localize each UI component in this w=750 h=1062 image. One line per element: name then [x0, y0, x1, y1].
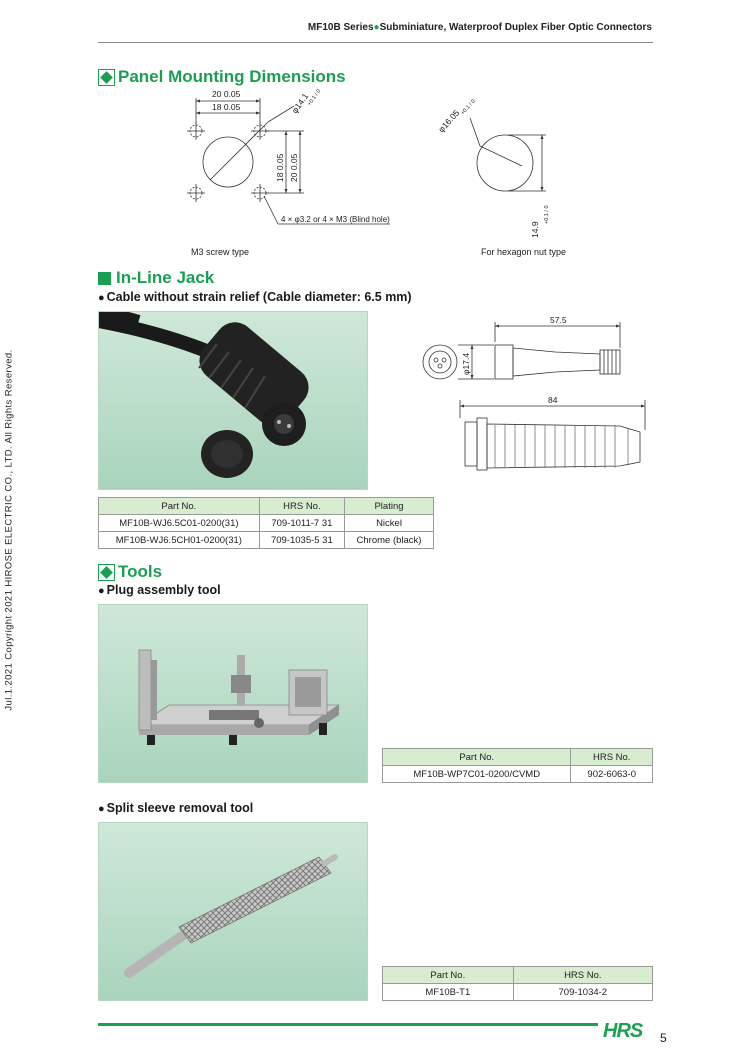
cell-part-no: MF10B-WJ6.5C01-0200(31)	[98, 514, 260, 532]
bullet-icon: ●	[98, 585, 105, 597]
table-header-row: Part No. HRS No.	[381, 748, 653, 766]
diamond-box-icon	[98, 563, 115, 581]
col-part-no: Part No.	[382, 966, 514, 984]
hole-note: 4 × φ3.2 or 4 × M3 (Blind hole)	[281, 215, 390, 224]
panel-mounting-drawing: 20 0.05 18 0.05 φ14.1 +0.1 / 0 18 0.05 2…	[187, 89, 550, 238]
section-title-tools: Tools	[98, 562, 162, 582]
cell-plating: Nickel	[344, 514, 434, 532]
inline-jack-subtitle-text: Cable without strain relief (Cable diame…	[106, 290, 412, 304]
inline-jack-subtitle: ●Cable without strain relief (Cable diam…	[98, 290, 412, 304]
cell-part-no: MF10B-WP7C01-0200/CVMD	[381, 765, 572, 783]
sleeve-tool-table: Part No. HRS No. MF10B-T1 709-1034-2	[382, 966, 654, 1001]
col-plating: Plating	[344, 497, 434, 515]
plug-assembly-tool-illustration	[137, 649, 341, 745]
col-part-no: Part No.	[98, 497, 260, 515]
dim-14-9: 14.9	[530, 221, 540, 238]
inline-jack-table: Part No. HRS No. Plating MF10B-WJ6.5C01-…	[98, 497, 434, 549]
dim-57-5: 57.5	[550, 315, 567, 325]
sleeve-removal-tool-illustration	[124, 854, 338, 978]
cell-hrs-no: 709-1034-2	[512, 983, 654, 1001]
dim-18-horizontal: 18 0.05	[212, 102, 241, 112]
dim-diameter-17-4: φ17.4	[461, 353, 471, 375]
page-number: 5	[660, 1031, 667, 1045]
side-copyright-text: Jul.1.2021 Copyright 2021 HIROSE ELECTRI…	[3, 349, 15, 711]
dim-20-horizontal: 20 0.05	[212, 89, 241, 99]
caption-hexagon-nut-type: For hexagon nut type	[481, 247, 567, 257]
section-title-inline-jack: In-Line Jack	[98, 268, 214, 288]
header-description: Subminiature, Waterproof Duplex Fiber Op…	[379, 22, 652, 33]
table-row: MF10B-T1 709-1034-2	[382, 983, 654, 1001]
bullet-dot-icon: ●	[373, 22, 380, 33]
side-copyright: Jul.1.2021 Copyright 2021 HIROSE ELECTRI…	[2, 300, 16, 760]
col-hrs-no: HRS No.	[570, 748, 653, 766]
table-header-row: Part No. HRS No. Plating	[98, 497, 434, 515]
col-hrs-no: HRS No.	[258, 497, 346, 515]
plug-tool-subtitle: ●Plug assembly tool	[98, 583, 221, 597]
footer-bar	[98, 1023, 598, 1026]
dim-diameter-16-05: φ16.05	[436, 108, 462, 135]
diamond-box-icon	[98, 68, 115, 86]
hrs-logo: HRS	[603, 1020, 643, 1042]
bullet-icon: ●	[98, 292, 105, 304]
cell-hrs-no: 709-1011-7 31	[258, 514, 346, 532]
table-row: MF10B-WJ6.5CH01-0200(31) 709-1035-5 31 C…	[98, 531, 434, 549]
table-header-row: Part No. HRS No.	[382, 966, 654, 984]
dim-14-9-tolerance: +0.1 / 0	[544, 205, 550, 224]
bullet-icon: ●	[98, 803, 105, 815]
plug-tool-table: Part No. HRS No. MF10B-WP7C01-0200/CVMD …	[381, 748, 653, 783]
tools-title: Tools	[118, 562, 163, 581]
dim-18-vertical: 18 0.05	[275, 153, 285, 182]
inline-jack-photo	[98, 311, 368, 490]
sleeve-tool-subtitle-text: Split sleeve removal tool	[106, 801, 254, 815]
caption-m3-screw-type: M3 screw type	[191, 247, 250, 257]
panel-mounting-title: Panel Mounting Dimensions	[118, 67, 346, 86]
table-row: MF10B-WJ6.5C01-0200(31) 709-1011-7 31 Ni…	[98, 514, 434, 532]
inline-jack-drawing: 57.5 φ17.4 84	[422, 315, 646, 471]
sleeve-tool-subtitle: ●Split sleeve removal tool	[98, 801, 253, 815]
col-hrs-no: HRS No.	[512, 966, 654, 984]
square-bullet-icon	[98, 271, 111, 285]
section-title-panel-mounting: Panel Mounting Dimensions	[98, 67, 346, 87]
sleeve-tool-photo	[98, 822, 368, 1001]
dim-20-vertical: 20 0.05	[289, 153, 299, 182]
inline-jack-illustration	[99, 312, 309, 478]
inline-jack-title: In-Line Jack	[116, 268, 215, 287]
dim-diameter-16-05-tolerance: +0.1 / 0	[460, 99, 477, 117]
cell-plating: Chrome (black)	[344, 531, 434, 549]
table-row: MF10B-WP7C01-0200/CVMD 902-6063-0	[381, 765, 653, 783]
header-divider	[98, 42, 653, 43]
cell-part-no: MF10B-WJ6.5CH01-0200(31)	[98, 531, 260, 549]
cell-hrs-no: 709-1035-5 31	[258, 531, 346, 549]
header-series: MF10B Series	[307, 22, 374, 33]
plug-tool-subtitle-text: Plug assembly tool	[106, 583, 221, 597]
page-header-title: MF10B Series●Subminiature, Waterproof Du…	[308, 22, 652, 33]
dim-84: 84	[548, 395, 558, 405]
col-part-no: Part No.	[381, 748, 572, 766]
cell-part-no: MF10B-T1	[382, 983, 514, 1001]
plug-tool-photo	[98, 604, 368, 783]
cell-hrs-no: 902-6063-0	[570, 765, 653, 783]
